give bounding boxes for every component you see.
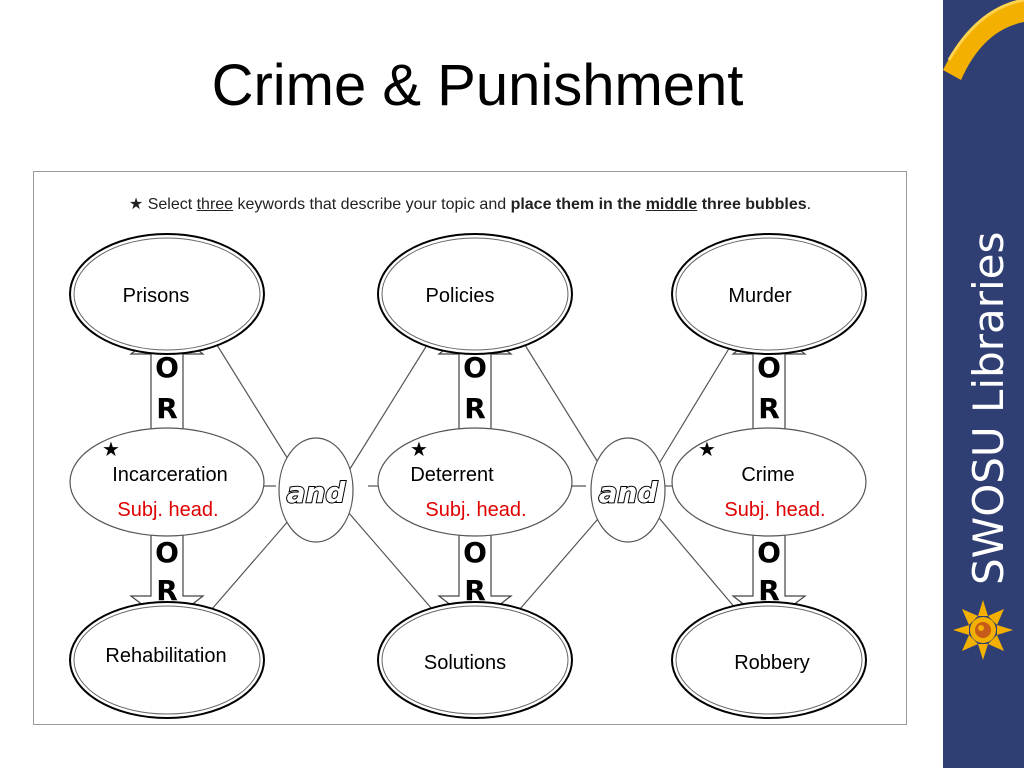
svg-text:Deterrent: Deterrent: [410, 464, 494, 486]
bubble-bottom-solutions: Solutions: [377, 601, 573, 719]
or-letter-r: R: [758, 392, 780, 425]
bubble-bottom-robbery: Robbery: [671, 601, 867, 719]
star-icon: ★: [698, 439, 716, 461]
star-icon: ★: [410, 439, 428, 461]
svg-text:and: and: [599, 476, 659, 509]
or-letter-r: R: [156, 392, 178, 425]
svg-text:Murder: Murder: [728, 285, 792, 307]
or-letter-o: O: [463, 536, 487, 569]
svg-text:Prisons: Prisons: [123, 285, 190, 307]
or-letter-o: O: [155, 536, 179, 569]
connector-lines: [211, 336, 737, 610]
subject-heading-label: Subj. head.: [425, 499, 526, 521]
svg-text:and: and: [287, 476, 347, 509]
or-letter-r: R: [156, 574, 178, 607]
or-letter-o: O: [155, 351, 179, 384]
bubble-middle-incarceration: ★ Incarceration Subj. head.: [69, 427, 265, 537]
bubble-bottom-rehabilitation: Rehabilitation: [69, 601, 265, 719]
svg-text:Crime: Crime: [741, 464, 794, 486]
bubble-diagram: O R O R O R O R O R O R: [69, 233, 867, 719]
keyword-diagram: ★ Select three keywords that describe yo…: [33, 171, 907, 725]
bubble-top-policies: Policies: [377, 233, 573, 355]
bubble-middle-deterrent: ★ Deterrent Subj. head.: [377, 427, 573, 537]
svg-text:Incarceration: Incarceration: [112, 464, 228, 486]
gold-swoosh-icon: [943, 0, 1024, 80]
subject-heading-label: Subj. head.: [724, 499, 825, 521]
svg-text:Rehabilitation: Rehabilitation: [105, 645, 226, 667]
or-arrow-up-col3: O R: [731, 342, 807, 433]
and-connector-2: and: [590, 437, 666, 543]
brand-graphic: SWOSU Libraries: [943, 0, 1024, 660]
and-connector-1: and: [278, 437, 354, 543]
or-letter-r: R: [758, 574, 780, 607]
or-arrow-down-col2: O R: [437, 527, 513, 607]
svg-text:Solutions: Solutions: [424, 652, 506, 674]
svg-text:Robbery: Robbery: [734, 652, 810, 674]
or-letter-r: R: [464, 392, 486, 425]
or-arrow-up-col1: O R: [129, 342, 205, 433]
or-letter-o: O: [757, 536, 781, 569]
or-letter-r: R: [464, 574, 486, 607]
bubble-middle-crime: ★ Crime Subj. head.: [671, 427, 867, 537]
subject-heading-label: Subj. head.: [117, 499, 218, 521]
or-arrow-down-col1: O R: [129, 527, 205, 607]
or-letter-o: O: [463, 351, 487, 384]
bubble-top-prisons: Prisons: [69, 233, 265, 355]
svg-text:Policies: Policies: [426, 285, 495, 307]
or-letter-o: O: [757, 351, 781, 384]
star-icon: ★: [102, 439, 120, 461]
library-brand-sidebar: SWOSU Libraries: [943, 0, 1024, 768]
bubble-top-murder: Murder: [671, 233, 867, 355]
star-icon: ★: [128, 196, 144, 213]
sun-icon: [953, 600, 1013, 660]
page-title: Crime & Punishment: [211, 53, 744, 118]
brand-name: SWOSU Libraries: [964, 232, 1013, 585]
or-arrow-down-col3: O R: [731, 527, 807, 607]
instruction-text: ★ Select three keywords that describe yo…: [128, 196, 812, 213]
or-arrow-up-col2: O R: [437, 342, 513, 433]
